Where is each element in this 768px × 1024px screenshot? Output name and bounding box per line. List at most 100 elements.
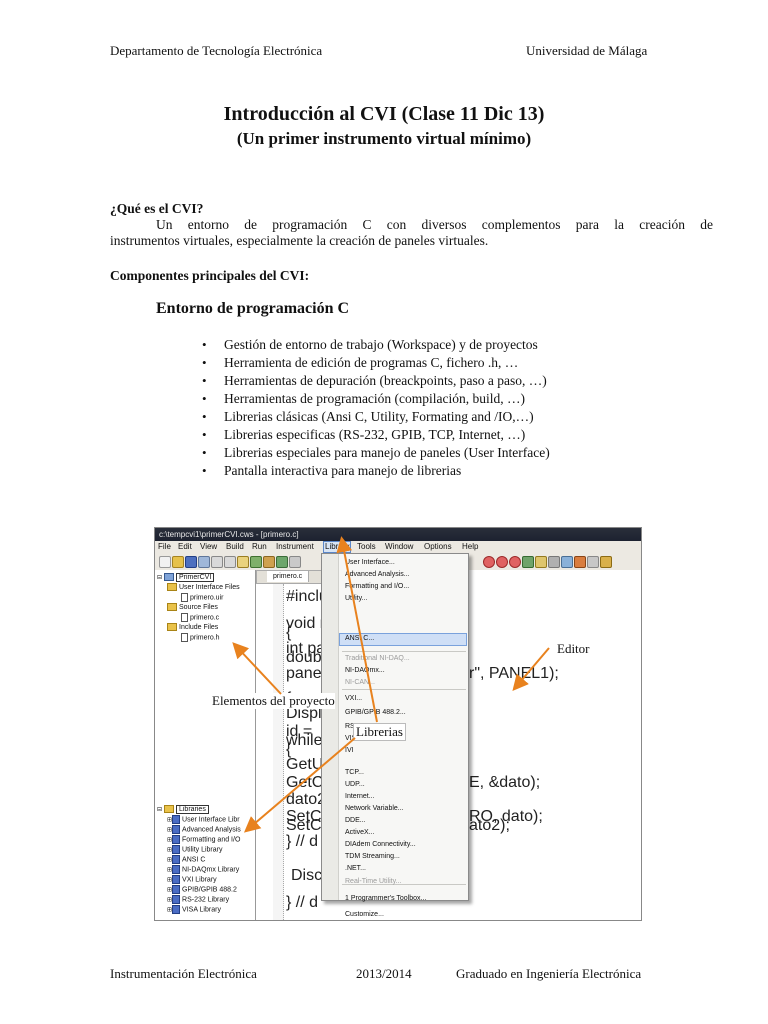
bullet-item: Herramienta de edición de programas C, f… (202, 354, 550, 372)
continue-icon[interactable] (522, 556, 534, 568)
menu-options[interactable]: Options (424, 542, 452, 551)
library-icon (172, 885, 181, 894)
footer-course: Instrumentación Electrónica (110, 966, 257, 981)
open-icon[interactable] (172, 556, 184, 568)
menu-help[interactable]: Help (462, 542, 479, 551)
breakpoint-icon[interactable] (483, 556, 495, 568)
library-menu-item-programmers-toolbox[interactable]: 1 Programmer's Toolbox... (345, 895, 427, 902)
paragraph-line-2: instrumentos virtuales, especialmente la… (110, 233, 489, 248)
menu-file[interactable]: File (158, 542, 171, 551)
menu-edit[interactable]: Edit (178, 542, 192, 551)
menu-window[interactable]: Window (385, 542, 414, 551)
library-icon (172, 895, 181, 904)
bullet-item: Herramientas de programación (compilació… (202, 390, 550, 408)
library-menu-item-formatting-io[interactable]: Formatting and I/O... (345, 583, 410, 590)
library-icon (172, 835, 181, 844)
menu-build[interactable]: Build (226, 542, 244, 551)
library-icon (172, 825, 181, 834)
library-menu-item-vxi[interactable]: VXI... (345, 695, 363, 702)
library-menu-item-advanced-analysis[interactable]: Advanced Analysis... (345, 571, 410, 578)
code-line: #inclu (286, 588, 328, 605)
tree-item-include-file[interactable]: primero.h (181, 633, 220, 642)
run-icon[interactable] (276, 556, 288, 568)
library-menu-item-ansi-c[interactable]: ANSI C... (345, 635, 375, 642)
library-menu-item-tdm-streaming[interactable]: TDM Streaming... (345, 853, 400, 860)
library-menu-item-user-interface[interactable]: User Interface... (345, 559, 395, 566)
menu-instrument[interactable]: Instrument (276, 542, 314, 551)
code-line: Displa (286, 705, 331, 722)
library-menu-item-ivi[interactable]: IVI (345, 747, 354, 754)
section-heading-componentes: Componentes principales del CVI: (110, 268, 310, 283)
cut-icon[interactable] (211, 556, 223, 568)
tab-primero-c[interactable]: primero.c (267, 571, 310, 582)
tree-item-libraries[interactable]: ⊟ Libraries (157, 805, 209, 814)
stop-icon[interactable] (289, 556, 301, 568)
tree-item-library[interactable]: ⊞RS-232 Library (167, 895, 230, 904)
subheading-entorno: Entorno de programación C (156, 300, 350, 317)
step-into-icon[interactable] (496, 556, 508, 568)
library-menu-item-diadem[interactable]: DIAdem Connectivity... (345, 841, 416, 848)
menu-view[interactable]: View (200, 542, 218, 551)
tree-item-include-folder[interactable]: Include Files (167, 623, 218, 632)
library-menu-item-nidaqmx[interactable]: NI-DAQmx... (345, 667, 385, 674)
tree-item-library[interactable]: ⊞Utility Library (167, 845, 223, 854)
library-menu-item-dde[interactable]: DDE... (345, 817, 366, 824)
library-menu-item-activex[interactable]: ActiveX... (345, 829, 375, 836)
tree-item-library[interactable]: ⊞VISA Library (167, 905, 221, 914)
step-over-icon[interactable] (509, 556, 521, 568)
help-icon[interactable] (600, 556, 612, 568)
bullet-item: Pantalla interactiva para manejo de libr… (202, 462, 550, 480)
library-menu-item-utility[interactable]: Utility... (345, 595, 368, 602)
library-menu-item-dotnet[interactable]: .NET... (345, 865, 367, 872)
find-icon[interactable] (263, 556, 275, 568)
window-titlebar: c:\tempcvi1\primerCVI.cws - [primero.c] (155, 528, 641, 541)
tree-item-workspace[interactable]: ⊟ PrimerCVI (157, 573, 215, 582)
tree-item-source-file[interactable]: primero.c (181, 613, 219, 622)
tree-item-uir-file[interactable]: primero.uir (181, 593, 223, 602)
undo-icon[interactable] (250, 556, 262, 568)
callout-arrows (232, 536, 550, 833)
paste-icon[interactable] (237, 556, 249, 568)
copy-icon[interactable] (224, 556, 236, 568)
menubar: File Edit View Build Run Instrument Libr… (155, 541, 641, 553)
stack-icon[interactable] (574, 556, 586, 568)
library-menu-item-customize[interactable]: Customize... (345, 911, 384, 918)
folder-icon (167, 603, 177, 612)
page-title: Introducción al CVI (Clase 11 Dic 13) (223, 103, 545, 125)
memory-icon[interactable] (561, 556, 573, 568)
code-line-continuation: E, &dato); (469, 774, 541, 791)
tree-item-library[interactable]: ⊞ANSI C (167, 855, 206, 864)
save-icon[interactable] (185, 556, 197, 568)
code-line: dato2 (286, 791, 327, 808)
tree-item-library[interactable]: ⊞GPIB/GPIB 488.2 (167, 885, 237, 894)
code-line: { (286, 624, 292, 641)
library-menu-item-network-variable[interactable]: Network Variable... (345, 805, 404, 812)
menu-run[interactable]: Run (252, 542, 267, 551)
settings-icon[interactable] (587, 556, 599, 568)
bullet-item: Herramientas de depuración (breackpoints… (202, 372, 550, 390)
variables-icon[interactable] (548, 556, 560, 568)
library-menu-item-udp[interactable]: UDP... (345, 781, 365, 788)
watch-icon[interactable] (535, 556, 547, 568)
tree-item-library[interactable]: ⊞Formatting and I/O (167, 835, 241, 844)
tree-item-uir-folder[interactable]: User Interface Files (167, 583, 240, 592)
library-menu-item-internet[interactable]: Internet... (345, 793, 375, 800)
library-menu-item-tcp[interactable]: TCP... (345, 769, 364, 776)
arrow-to-libraries-tree (243, 737, 356, 833)
code-line: int pa (286, 640, 326, 657)
menu-tools[interactable]: Tools (357, 542, 376, 551)
tree-item-library[interactable]: ⊞VXI Library (167, 875, 217, 884)
tree-item-library[interactable]: ⊞Advanced Analysis (167, 825, 241, 834)
menu-icon-strip (322, 554, 339, 900)
library-menu-item-realtime-utility: Real-Time Utility... (345, 878, 402, 885)
library-dropdown-menu: User Interface... Advanced Analysis... F… (321, 553, 469, 918)
cvi-screenshot: c:\tempcvi1\primerCVI.cws - [primero.c] … (154, 527, 642, 921)
tree-item-library[interactable]: ⊞User Interface Libr (167, 815, 240, 824)
code-line: panel (286, 665, 326, 682)
print-icon[interactable] (198, 556, 210, 568)
tree-item-source-folder[interactable]: Source Files (167, 603, 218, 612)
folder-icon (167, 623, 177, 632)
tree-item-library[interactable]: ⊞NI-DAQmx Library (167, 865, 240, 874)
new-icon[interactable] (159, 556, 171, 568)
arrow-to-library-menu (336, 536, 378, 723)
